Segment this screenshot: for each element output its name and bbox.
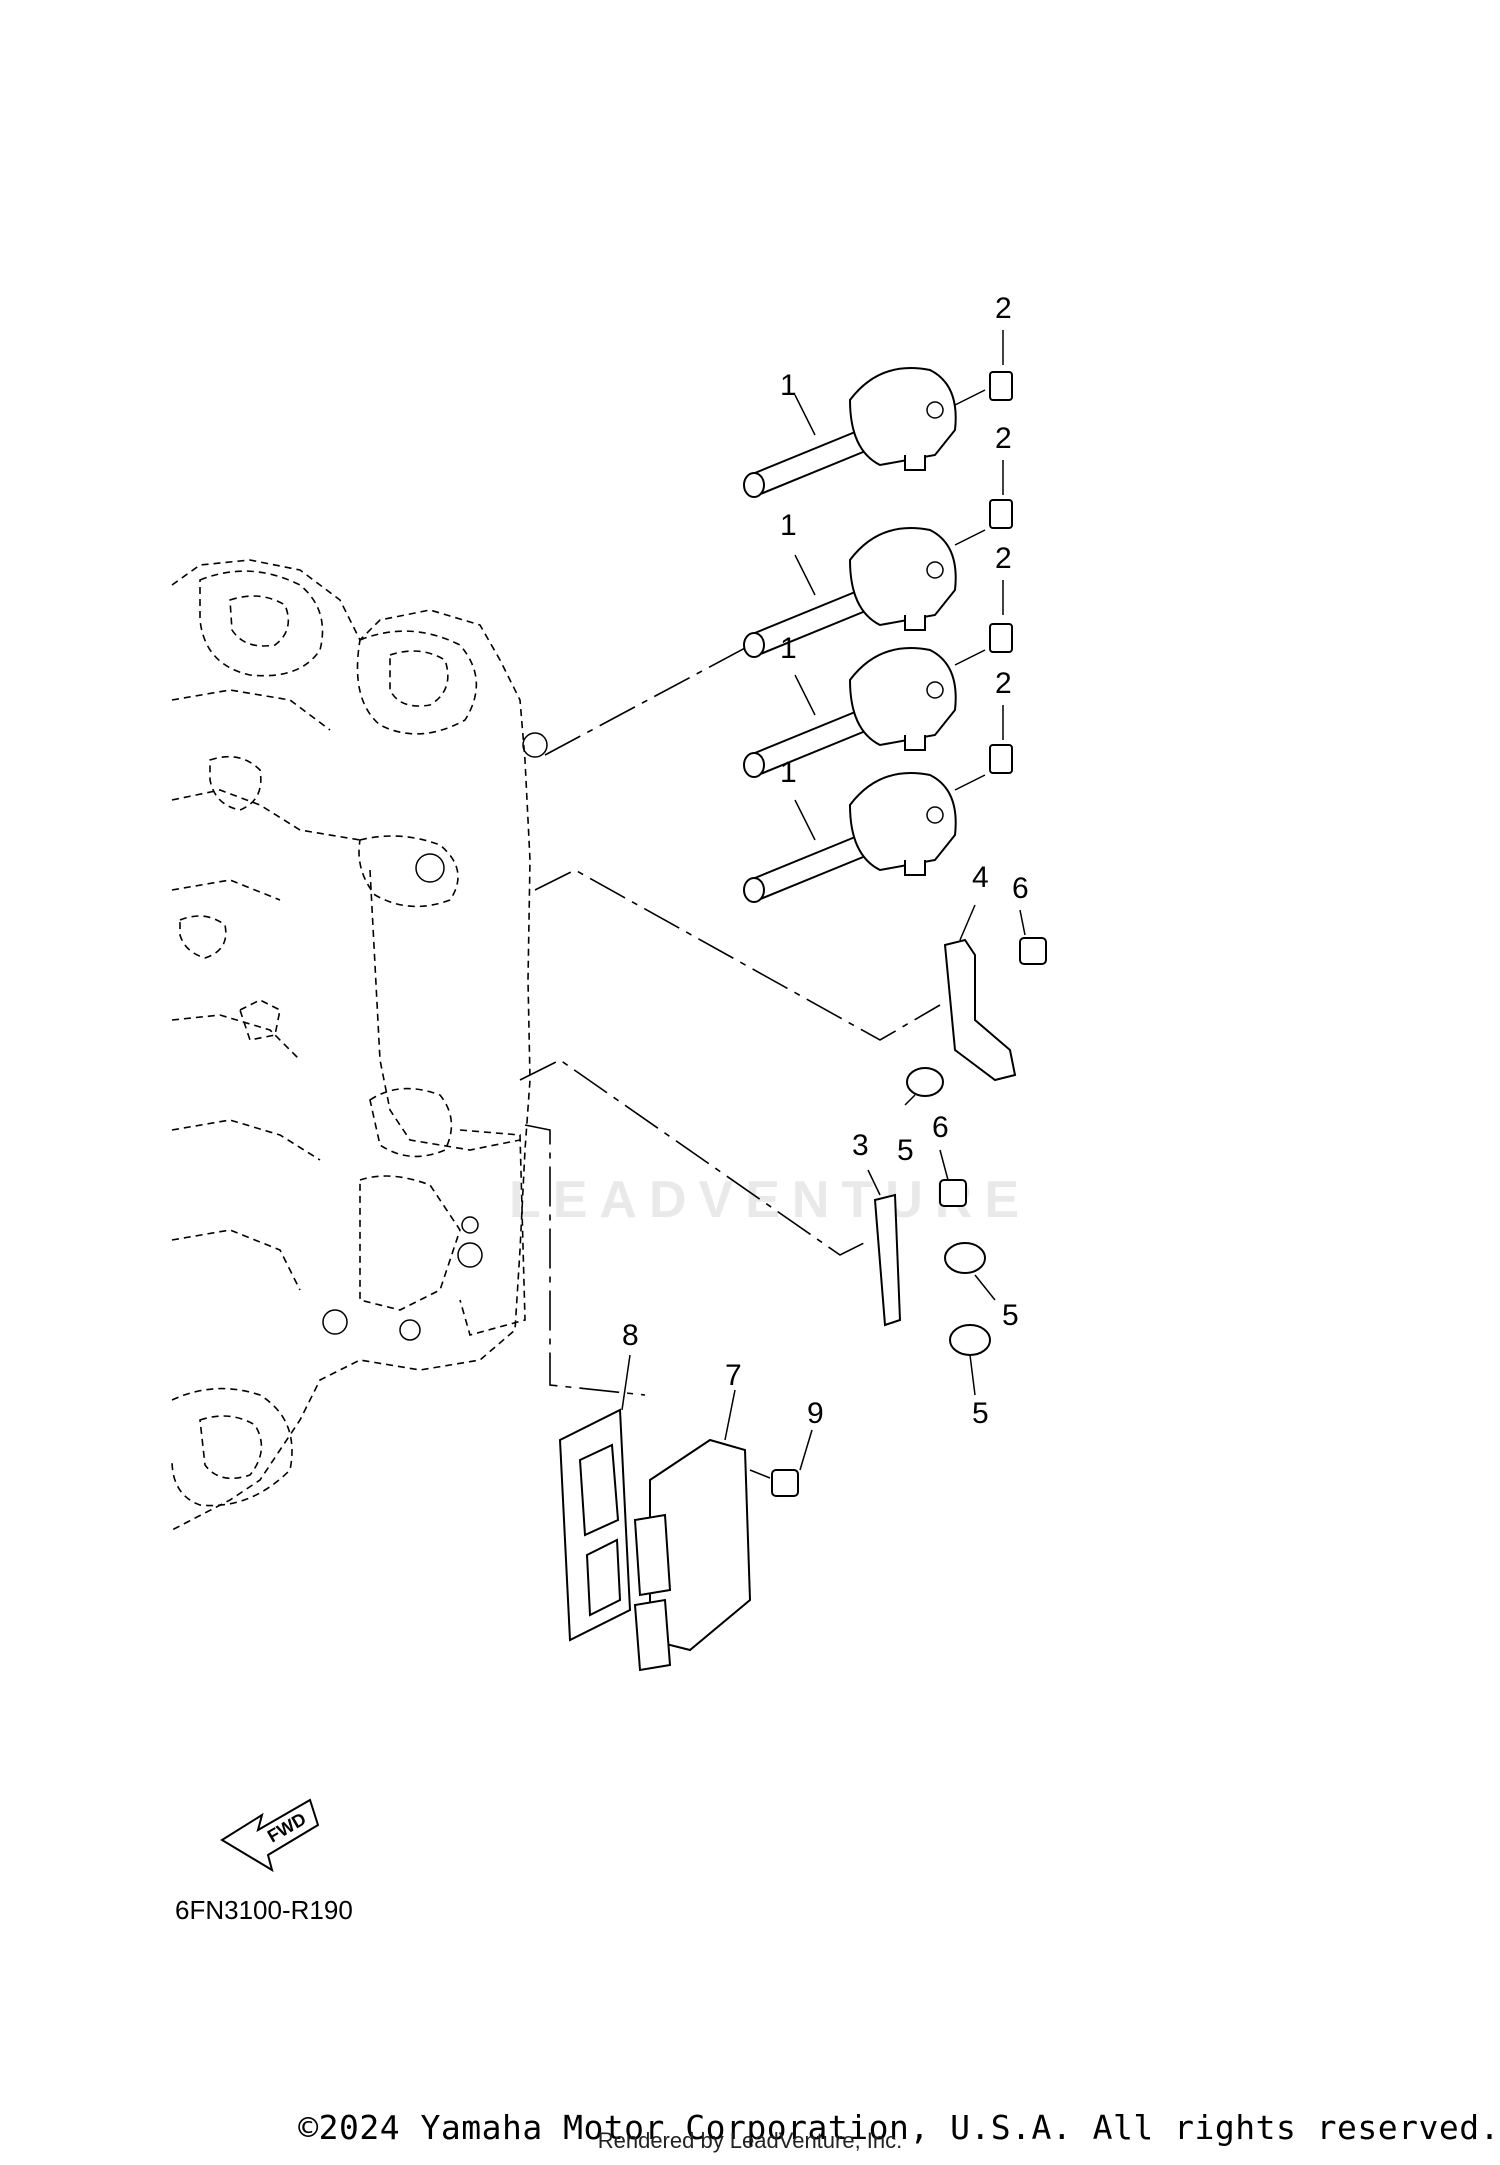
callout-clamp: 5 xyxy=(897,1134,914,1167)
gasket xyxy=(558,1408,632,1642)
copyright-notice: ©2024 Yamaha Motor Corporation, U.S.A. A… xyxy=(298,2108,1500,2147)
control-module xyxy=(633,1438,752,1672)
clamps xyxy=(906,1067,991,1356)
callout-bracket-lower: 3 xyxy=(852,1129,869,1162)
callout-bracket-upper: 4 xyxy=(972,861,989,894)
ignition-coil xyxy=(743,367,957,498)
callout-bolt: 2 xyxy=(995,422,1012,455)
watermark: LEADVENTURE xyxy=(508,1171,1032,1229)
module-bolt xyxy=(771,1469,799,1497)
callout-module-bolt: 9 xyxy=(807,1397,824,1430)
callout-coil: 1 xyxy=(780,369,797,402)
callout-screw: 6 xyxy=(932,1111,949,1144)
callout-clamp: 5 xyxy=(1002,1299,1019,1332)
fwd-arrow-icon: FWD xyxy=(220,1798,320,1873)
callout-module: 7 xyxy=(725,1359,742,1392)
callout-coil: 1 xyxy=(780,632,797,665)
engine-block xyxy=(171,559,548,1531)
callout-bolt: 2 xyxy=(995,667,1012,700)
ignition-coil xyxy=(743,772,957,903)
screws xyxy=(939,937,1047,1207)
callout-coil: 1 xyxy=(780,756,797,789)
bracket-lower xyxy=(873,1193,902,1327)
callout-bolt: 2 xyxy=(995,542,1012,575)
callout-bolt: 2 xyxy=(995,292,1012,325)
bracket-upper xyxy=(943,938,1017,1082)
rendered-by: Rendered by LeadVenture, Inc. xyxy=(597,2128,903,2153)
coil-bolts xyxy=(954,371,1013,791)
callout-coil: 1 xyxy=(780,509,797,542)
diagram-reference: 6FN3100-R190 xyxy=(175,1895,353,1925)
ignition-coil xyxy=(743,527,957,658)
callout-clamp: 5 xyxy=(972,1397,989,1430)
callout-screw: 6 xyxy=(1012,872,1029,905)
ignition-coil xyxy=(743,647,957,778)
callout-gasket: 8 xyxy=(622,1319,639,1352)
ignition-coils xyxy=(743,367,957,903)
